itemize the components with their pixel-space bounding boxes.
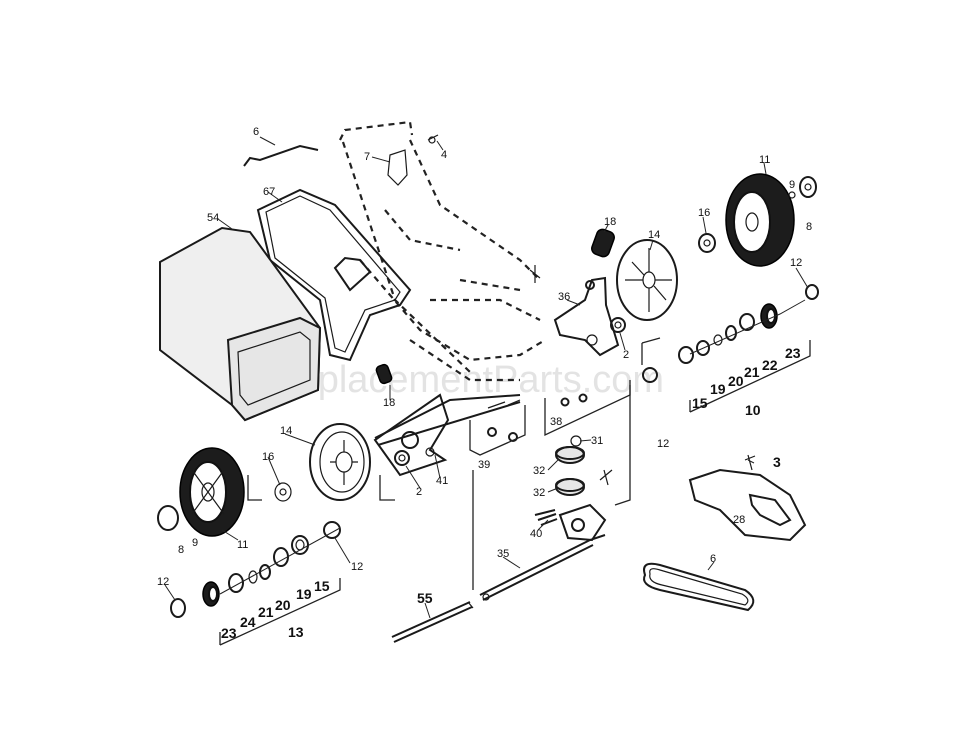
leader-lines [164, 136, 809, 619]
left-wheel-rim [309, 423, 410, 501]
callout-15-left: 15 [314, 578, 330, 594]
callout-14-right: 14 [648, 229, 660, 241]
callout-4: 4 [441, 149, 447, 161]
callout-38-right: 38 [550, 416, 562, 428]
grass-bag [159, 226, 322, 422]
callout-10: 10 [745, 402, 761, 418]
callout-21-left: 21 [258, 604, 274, 620]
callout-31: 31 [591, 435, 603, 447]
callout-23-left: 23 [221, 625, 237, 641]
left-wheel [157, 447, 292, 537]
right-drive-bracket [553, 228, 626, 357]
callout-40: 40 [530, 528, 542, 540]
right-gear-set [642, 284, 819, 383]
callout-9-left: 9 [192, 537, 198, 549]
control-rod [243, 144, 319, 167]
callout-2-left: 2 [416, 486, 422, 498]
left-drive-bracket [373, 363, 521, 477]
callout-32-upper: 32 [533, 465, 545, 477]
callout-6-rod: 6 [253, 126, 259, 138]
callout-67: 67 [263, 186, 275, 198]
callout-3: 3 [773, 454, 781, 470]
callout-8-left: 8 [178, 544, 184, 556]
right-wheel [698, 173, 817, 267]
callout-24: 24 [240, 614, 256, 630]
callout-11-right: 11 [759, 154, 770, 166]
shaft [391, 601, 474, 643]
callout-55: 55 [417, 590, 433, 606]
callout-8-right: 8 [806, 221, 812, 233]
belt-cover [688, 454, 807, 542]
callout-12-left-low: 12 [157, 576, 169, 588]
callout-6-belt: 6 [710, 553, 716, 565]
right-wheel-rim [616, 239, 678, 321]
callout-41: 41 [436, 475, 448, 487]
fasteners-group [487, 393, 588, 442]
callout-28: 28 [733, 514, 745, 526]
callout-16-left: 16 [262, 451, 274, 463]
callout-18-right: 18 [604, 216, 616, 228]
callout-12-right-mid: 12 [657, 438, 669, 450]
callout-labels: 6 4 7 67 54 18 14 16 11 9 8 12 36 2 23 2… [157, 126, 812, 641]
callout-12-right-top: 12 [790, 257, 802, 269]
callout-14-left: 14 [280, 425, 292, 437]
callout-2-right: 2 [623, 349, 629, 361]
bag-frame [256, 188, 412, 362]
callout-36: 36 [558, 291, 570, 303]
callout-23-right: 23 [785, 345, 801, 361]
assembly-brackets [219, 337, 811, 646]
callout-20-right: 20 [728, 373, 744, 389]
drive-belt [643, 562, 755, 612]
callout-13: 13 [288, 624, 304, 640]
callout-7: 7 [364, 151, 370, 163]
callout-22: 22 [762, 357, 778, 373]
callout-32-lower: 32 [533, 487, 545, 499]
left-gear-set [170, 521, 341, 618]
callout-39: 39 [478, 459, 490, 471]
callout-16-right: 16 [698, 207, 710, 219]
callout-12-left-mid: 12 [351, 561, 363, 573]
callout-19-left: 19 [296, 586, 312, 602]
callout-11-left: 11 [237, 539, 248, 551]
callout-15-right: 15 [692, 395, 708, 411]
callout-35: 35 [497, 548, 509, 560]
transmission [479, 435, 613, 601]
callout-19-right: 19 [710, 381, 726, 397]
callout-21-right: 21 [744, 364, 760, 380]
callout-20-left: 20 [275, 597, 291, 613]
callout-18-left: 18 [383, 397, 395, 409]
callout-9-right: 9 [789, 179, 795, 191]
callout-54: 54 [207, 212, 219, 224]
